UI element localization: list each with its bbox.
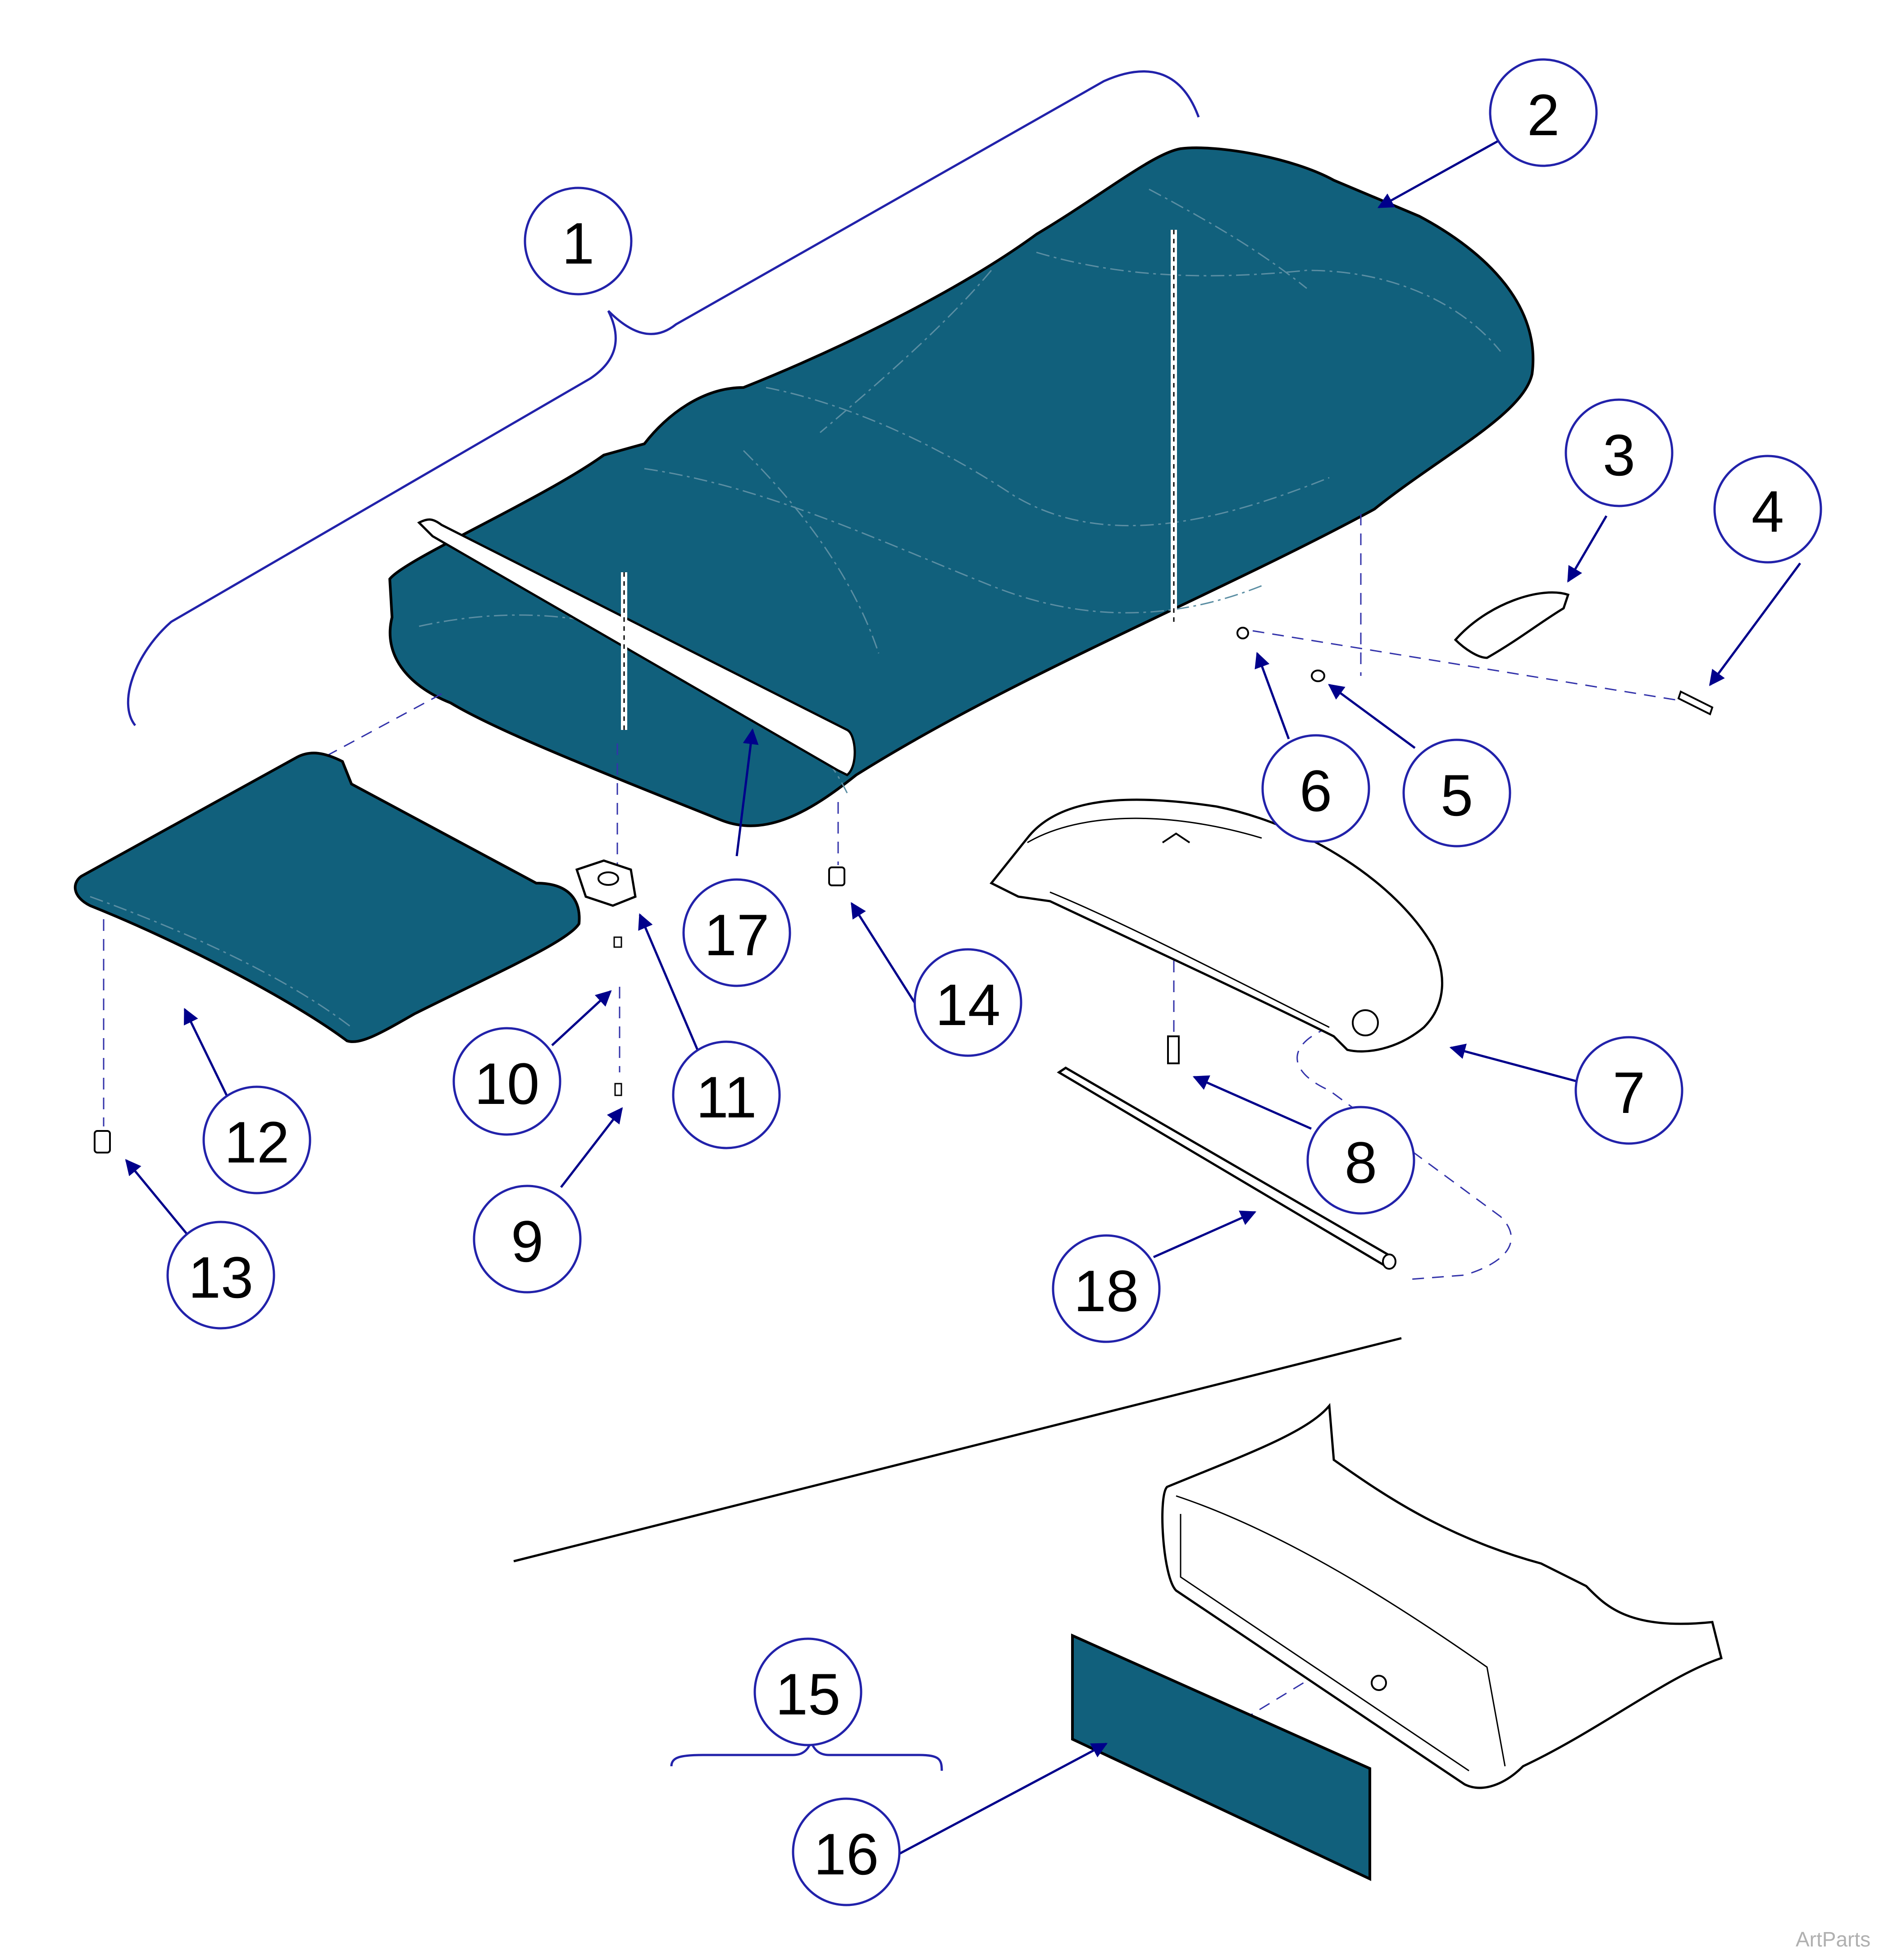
base-housing [990,798,1443,1053]
leader-arrows [125,138,1802,1858]
svg-text:7: 7 [1613,1060,1645,1126]
mount-bracket [575,859,637,907]
callout-4: 4 [1713,455,1822,564]
callout-5: 5 [1402,738,1511,848]
callout-12: 12 [202,1085,311,1194]
svg-text:8: 8 [1345,1130,1377,1195]
section-divider [513,1337,1402,1563]
svg-text:15: 15 [775,1661,841,1727]
svg-text:6: 6 [1300,758,1332,824]
callout-11: 11 [672,1040,781,1149]
svg-text:14: 14 [935,972,1001,1038]
callout-2: 2 [1489,58,1598,167]
trim-strip [417,518,856,776]
callout-6: 6 [1261,734,1370,843]
svg-text:5: 5 [1441,762,1473,828]
callout-16: 16 [792,1797,901,1906]
svg-text:17: 17 [704,902,770,968]
svg-text:4: 4 [1752,479,1784,544]
svg-text:1: 1 [562,210,594,276]
svg-text:2: 2 [1527,82,1560,148]
watermark-text: ArtParts [1796,1928,1870,1951]
side-housing [1161,1403,1723,1789]
callout-13: 13 [166,1221,275,1330]
svg-text:3: 3 [1603,422,1635,488]
callout-8: 8 [1306,1106,1415,1215]
foot-pad [73,752,581,1043]
svg-text:12: 12 [224,1109,290,1175]
callout-18: 18 [1052,1234,1161,1343]
svg-text:9: 9 [511,1208,543,1274]
callout-10: 10 [452,1027,561,1136]
callout-3: 3 [1565,398,1674,507]
callout-14: 14 [913,948,1022,1057]
callout-17: 17 [682,878,791,987]
callout-15: 15 [753,1637,862,1746]
svg-text:16: 16 [814,1821,879,1887]
fasteners [94,627,1714,1153]
assembly-axis-lines [103,230,1695,1731]
support-rod [1057,1067,1396,1270]
callout-9: 9 [473,1185,582,1294]
callout-1: 1 [524,187,633,296]
svg-text:10: 10 [474,1051,540,1117]
svg-text:13: 13 [188,1244,254,1310]
svg-text:11: 11 [696,1064,757,1130]
callout-7: 7 [1574,1036,1683,1145]
svg-text:18: 18 [1074,1258,1139,1324]
upholstery-panel [1071,1633,1371,1881]
end-cap [1454,591,1570,659]
